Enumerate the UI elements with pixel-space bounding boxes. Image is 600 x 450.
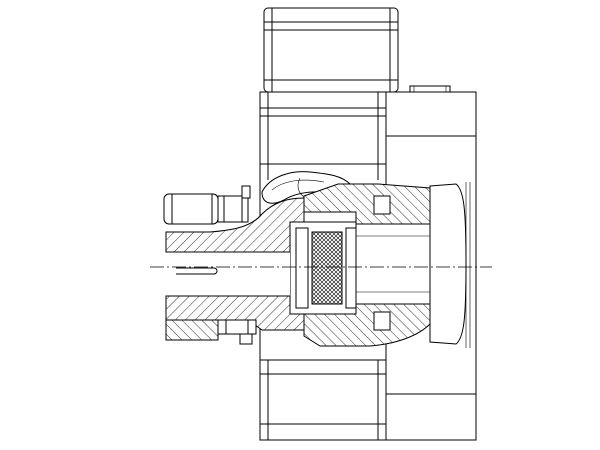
needle-bearing — [289, 221, 357, 315]
top-motor-block — [263, 7, 399, 93]
shaft-bore — [166, 251, 290, 297]
left-hex-nut — [163, 185, 251, 225]
inner-ring-upper-notch — [373, 195, 391, 215]
inner-ring-lower-notch — [373, 311, 391, 331]
top-screw — [409, 85, 451, 93]
lower-hex-nut — [165, 319, 257, 345]
bearing-cover — [355, 183, 467, 345]
